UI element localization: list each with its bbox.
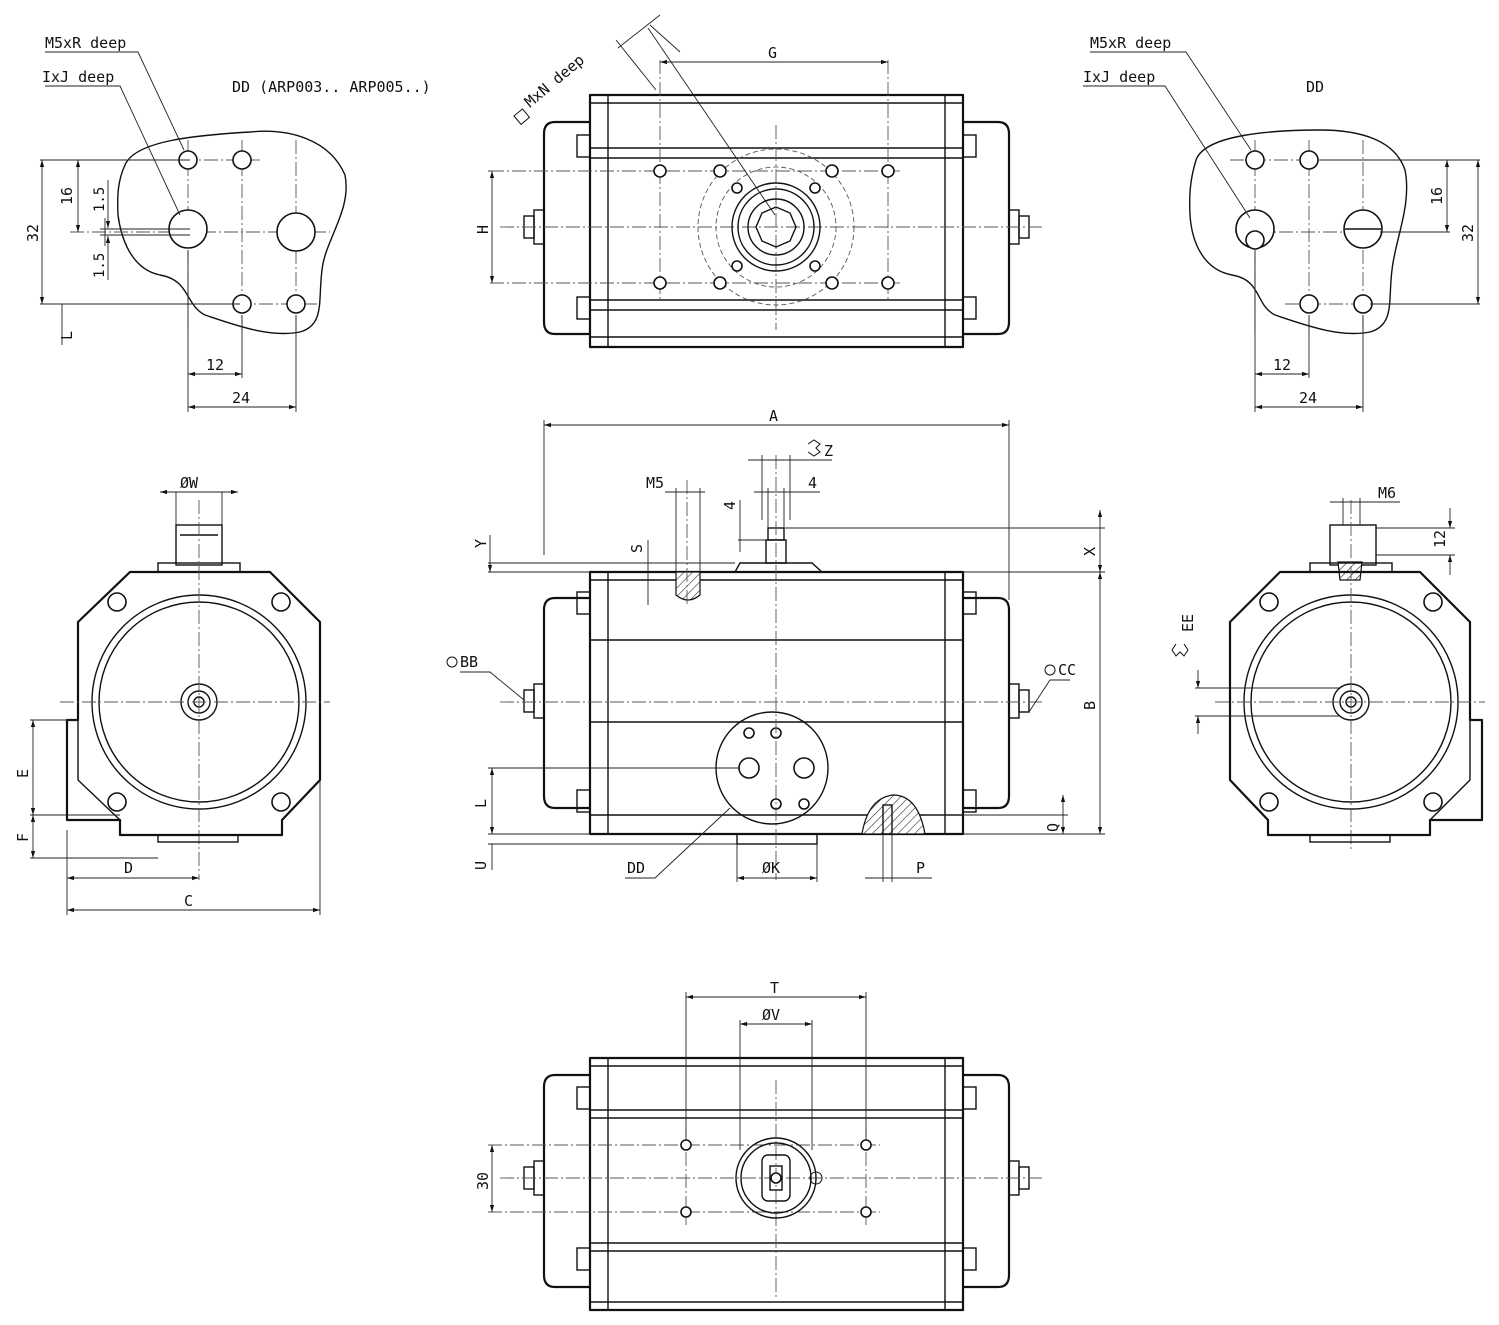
dim-32-left: 32	[24, 224, 42, 242]
dd-left-title: DD (ARP003.. ARP005..)	[232, 78, 431, 96]
dim-q: Q	[1044, 823, 1062, 832]
mxn-deep-label: MxN deep	[521, 51, 588, 111]
dim-d: D	[124, 859, 133, 877]
dim-dd-front: DD	[627, 859, 645, 877]
dim-g: G	[768, 44, 777, 62]
m5-hole	[232, 150, 252, 170]
wrench-icon	[1171, 643, 1189, 657]
dim-24-left: 24	[232, 389, 250, 407]
dim-u: U	[472, 861, 490, 870]
dim-1-5-bottom: 1.5	[92, 253, 108, 278]
front-view: A Z 4 M5 4 Y S X B BB CC L Q U DD ØK P	[446, 407, 1105, 882]
m5xr-deep-label-right: M5xR deep	[1090, 34, 1171, 52]
dim-a: A	[769, 407, 778, 425]
dim-16-left: 16	[58, 187, 76, 205]
ixj-deep-label: IxJ deep	[42, 68, 114, 86]
dim-v: ØV	[762, 1006, 780, 1024]
dim-4-v: 4	[721, 501, 739, 510]
end-view-left: ØW E F D C	[14, 474, 330, 915]
dim-s: S	[628, 544, 646, 553]
dim-bb: BB	[460, 653, 478, 671]
dim-h: H	[474, 225, 492, 234]
dd-detail-right: M5xR deep IxJ deep DD 16 32 12 24	[1083, 34, 1481, 412]
dim-e: E	[14, 769, 32, 778]
dd-detail-left: M5xR deep IxJ deep DD (ARP003.. ARP005..…	[24, 34, 431, 412]
dim-l-front: L	[472, 799, 490, 808]
dim-y: Y	[472, 539, 490, 548]
dim-x: X	[1081, 547, 1099, 556]
bottom-view: T ØV 30	[474, 979, 1045, 1312]
ixj-hole	[276, 212, 316, 252]
dim-ee: EE	[1179, 614, 1197, 632]
dd-right-title: DD	[1306, 78, 1324, 96]
dim-p: P	[916, 859, 925, 877]
ixj-deep-label-right: IxJ deep	[1083, 68, 1155, 86]
dim-16-right: 16	[1428, 187, 1446, 205]
dim-12-right: 12	[1273, 356, 1291, 374]
dim-1-5-top: 1.5	[92, 187, 108, 212]
dim-t: T	[770, 979, 779, 997]
end-view-right: M6 12 EE	[1171, 484, 1485, 850]
dim-b: B	[1081, 701, 1099, 710]
dim-k: ØK	[762, 859, 780, 877]
top-view: G H MxN deep	[474, 14, 1045, 349]
dim-c: C	[184, 892, 193, 910]
dim-24-right: 24	[1299, 389, 1317, 407]
m5xr-deep-label: M5xR deep	[45, 34, 126, 52]
dim-4-h: 4	[808, 474, 817, 492]
dim-m5: M5	[646, 474, 664, 492]
dim-z: Z	[824, 442, 833, 460]
dim-w: ØW	[180, 474, 199, 492]
dim-32-right: 32	[1459, 224, 1477, 242]
dim-12-m6: 12	[1431, 530, 1449, 548]
wrench-icon	[807, 439, 821, 457]
dim-cc: CC	[1058, 661, 1076, 679]
dim-12-left: 12	[206, 356, 224, 374]
dim-m6: M6	[1378, 484, 1396, 502]
dim-f: F	[14, 833, 32, 842]
m5-hole	[286, 294, 306, 314]
dim-l-left: L	[58, 331, 76, 340]
dim-30: 30	[474, 1172, 492, 1190]
